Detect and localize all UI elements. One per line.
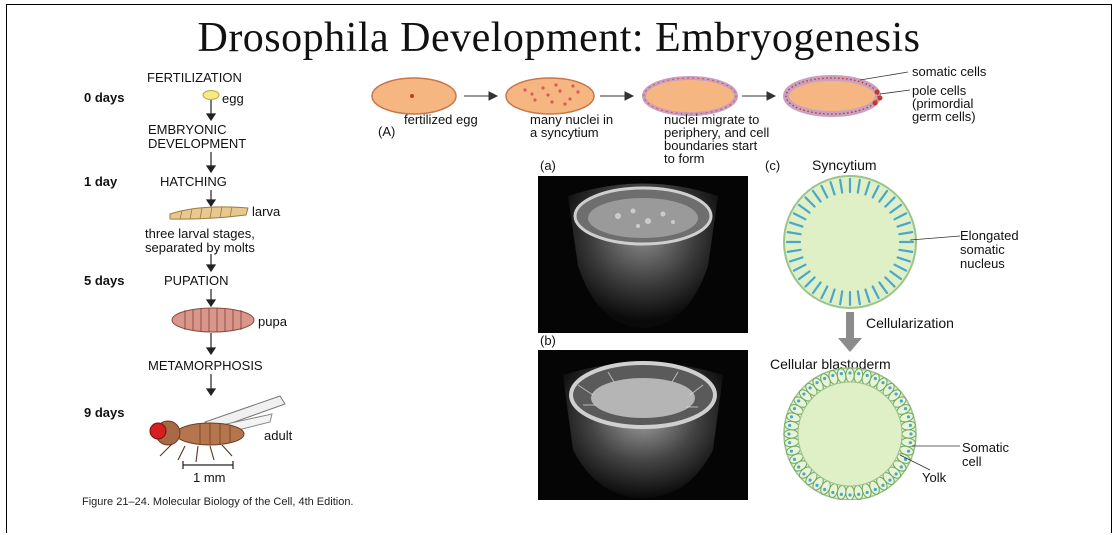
micrograph-a <box>538 176 748 333</box>
syncytium-diagram <box>784 176 916 308</box>
egg-icon <box>203 91 219 100</box>
syncytium-egg-icon <box>506 78 594 114</box>
fertilized-egg-label: fertilized egg <box>404 112 478 127</box>
migrating-nuclei-egg-icon <box>644 78 736 114</box>
adult-fly-icon <box>150 396 285 462</box>
cellularization-arrow <box>838 312 862 352</box>
syncytium-label-line2: a syncytium <box>530 125 599 140</box>
photo-a-label: (a) <box>540 158 556 173</box>
scale-bar <box>183 461 233 469</box>
blastoderm-diagram <box>784 368 916 500</box>
larva-icon <box>170 207 248 219</box>
pupa-icon <box>172 308 254 332</box>
panel-A-label: (A) <box>378 124 395 139</box>
micrograph-b <box>538 350 748 500</box>
pole-cells-label-line3: germ cells) <box>912 109 976 124</box>
photo-b-label: (b) <box>540 333 556 348</box>
migrate-label-line4: to form <box>664 151 704 166</box>
cellular-blastoderm-egg-icon <box>786 78 883 114</box>
panel-c-drawing <box>760 170 980 500</box>
timeline-drawing <box>0 0 380 535</box>
fertilized-egg-icon <box>372 78 456 114</box>
somatic-cells-label: somatic cells <box>912 64 986 79</box>
figure-caption: Figure 21–24. Molecular Biology of the C… <box>82 496 354 508</box>
